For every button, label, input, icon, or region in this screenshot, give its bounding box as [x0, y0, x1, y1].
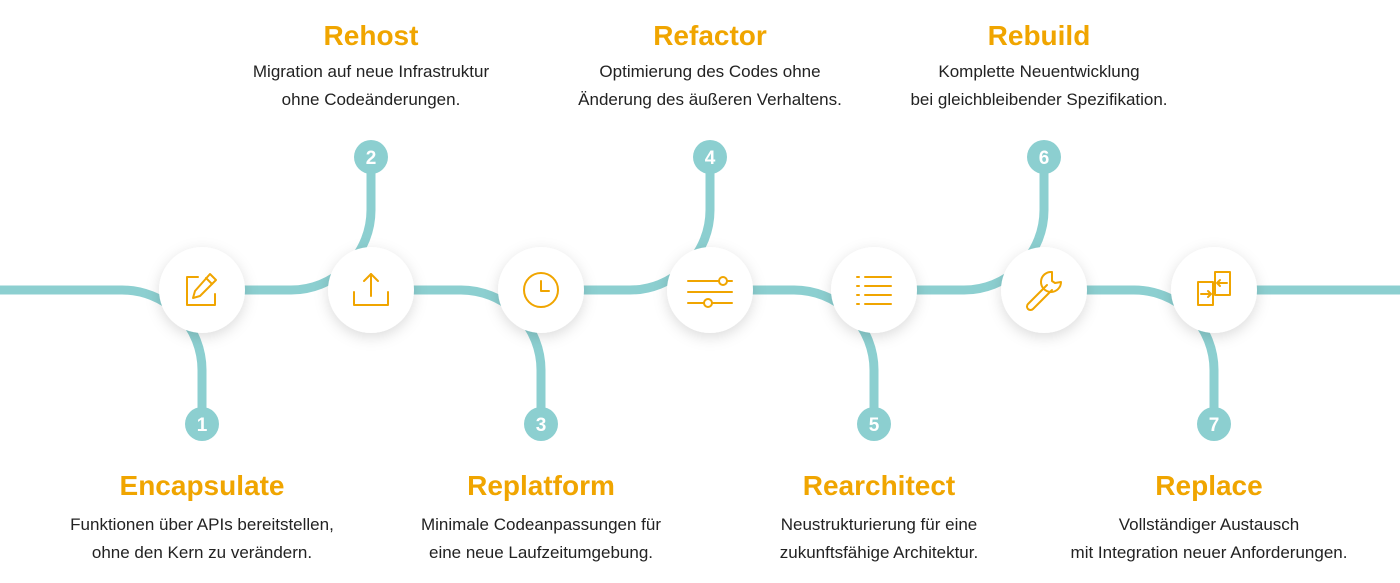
step-4-description-line-1: Optimierung des Codes ohne: [599, 62, 821, 81]
step-6-title: Rebuild: [987, 20, 1091, 51]
clock-icon: [523, 272, 559, 308]
sliders-icon: [687, 276, 733, 308]
step-3-badge-number: 3: [536, 415, 547, 436]
step-1-badge: [185, 407, 219, 441]
list-icon: [856, 276, 892, 305]
wrench-icon: [1025, 270, 1062, 312]
step-2-badge-number: 2: [366, 148, 377, 169]
step-4-node: 4: [667, 140, 753, 333]
step-2-badge: [354, 140, 388, 174]
swap-icon: [1197, 271, 1231, 306]
step-4-badge: [693, 140, 727, 174]
upload-icon: [353, 273, 389, 306]
step-6-node: 6: [1001, 140, 1087, 333]
step-1-title: Encapsulate: [119, 470, 285, 501]
step-5-badge: [857, 407, 891, 441]
edit-icon: [186, 273, 217, 306]
step-1-icon-circle: [159, 247, 245, 333]
step-4-icon-circle: [667, 247, 753, 333]
step-5-icon-circle: [831, 247, 917, 333]
step-6-description-line-1: Komplette Neuentwicklung: [938, 62, 1140, 81]
step-6-badge-number: 6: [1039, 148, 1050, 169]
step-3-description: Minimale Codeanpassungen für eine neue L…: [371, 511, 711, 567]
step-4-description-line-2: Änderung des äußeren Verhaltens.: [578, 90, 842, 109]
step-5-title: Rearchitect: [802, 470, 956, 501]
step-7-node: 7: [1171, 247, 1257, 441]
step-7-title: Replace: [1155, 470, 1263, 501]
step-4-title: Refactor: [653, 20, 767, 51]
step-7-badge-number: 7: [1209, 415, 1220, 436]
step-7-description-line-1: Vollständiger Austausch: [1118, 515, 1300, 534]
step-3-badge: [524, 407, 558, 441]
step-1-node: 1: [159, 247, 245, 441]
step-5-description-line-2: zukunftsfähige Architektur.: [779, 543, 979, 562]
step-3-description-line-1: Minimale Codeanpassungen für: [420, 515, 662, 534]
step-4-description: Optimierung des Codes ohne Änderung des …: [540, 58, 880, 114]
step-4-badge-number: 4: [705, 148, 716, 169]
step-2-node: 2: [328, 140, 414, 333]
step-2-description-line-2: ohne Codeänderungen.: [281, 90, 461, 109]
step-1-description-line-2: ohne den Kern zu verändern.: [91, 543, 313, 562]
step-6-description: Komplette Neuentwicklung bei gleichbleib…: [869, 58, 1209, 114]
step-5-node: 5: [831, 247, 917, 441]
step-2-description-line-1: Migration auf neue Infrastruktur: [252, 62, 490, 81]
step-7-badge: [1197, 407, 1231, 441]
step-5-badge-number: 5: [869, 415, 880, 436]
step-1-description-line-1: Funktionen über APIs bereitstellen,: [70, 515, 334, 534]
step-3-title: Replatform: [467, 470, 615, 501]
step-2-description: Migration auf neue Infrastruktur ohne Co…: [201, 58, 541, 114]
step-3-node: 3: [498, 247, 584, 441]
step-1-badge-number: 1: [197, 415, 208, 436]
step-5-description-line-1: Neustrukturierung für eine: [780, 515, 978, 534]
step-6-badge: [1027, 140, 1061, 174]
step-2-title: Rehost: [323, 20, 419, 51]
step-6-description-line-2: bei gleichbleibender Spezifikation.: [910, 90, 1168, 109]
step-5-description: Neustrukturierung für eine zukunftsfähig…: [709, 511, 1049, 567]
step-1-description: Funktionen über APIs bereitstellen, ohne…: [32, 511, 372, 567]
step-7-description-line-2: mit Integration neuer Anforderungen.: [1070, 543, 1348, 562]
step-7-description: Vollständiger Austausch mit Integration …: [1039, 511, 1379, 567]
step-3-description-line-2: eine neue Laufzeitumgebung.: [428, 543, 653, 562]
